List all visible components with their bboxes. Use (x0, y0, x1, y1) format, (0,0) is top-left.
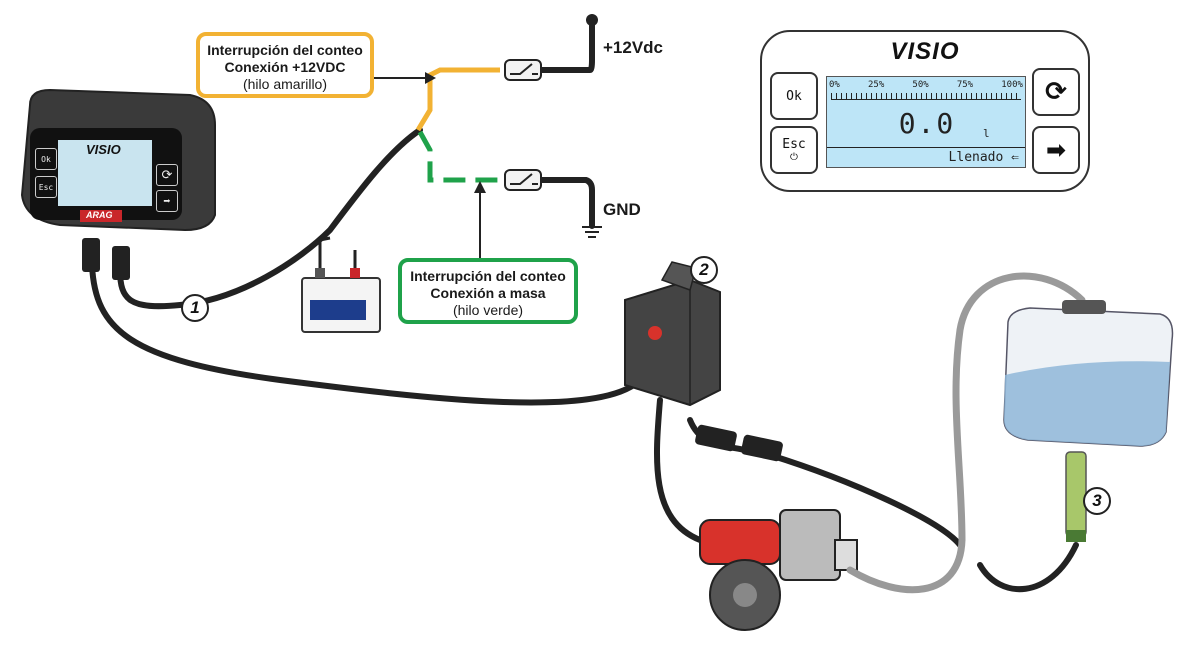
scale-tick-label: 75% (956, 80, 974, 90)
lcd-screen: 0% 25% 50% 75% 100% 0.0 l Llenado ⇐ (826, 76, 1026, 168)
green-wire (417, 130, 505, 183)
esc-button-label: Esc (782, 137, 806, 152)
cable-unit-to-battery (117, 127, 423, 310)
cable-unit-to-switchbox (89, 262, 643, 406)
unit-ok-button[interactable]: Ok (35, 148, 57, 170)
green-wire-label: Interrupción del conteo Conexión a masa … (398, 258, 578, 324)
cable-12v-lead (537, 17, 595, 73)
yellow-label-subtitle: Conexión +12VDC (224, 59, 346, 75)
unit-refresh-button[interactable]: ⟳ (156, 164, 178, 186)
lcd-reading: 0.0 (898, 107, 956, 140)
cable-connector-to-sensor (767, 452, 963, 548)
connector-left (82, 238, 100, 272)
inline-connector-b (741, 434, 783, 462)
tank-icon (1003, 300, 1174, 447)
esc-button[interactable]: Esc ⏻ (770, 126, 818, 174)
ok-button-label: Ok (786, 88, 802, 104)
yellow-label-note: (hilo amarillo) (242, 76, 328, 92)
connector-right (112, 246, 130, 280)
lcd-divider (827, 147, 1025, 148)
unit-maker-logo: ARAG (86, 210, 113, 220)
scale-tick-label: 100% (1001, 80, 1023, 90)
green-label-subtitle: Conexión a masa (430, 285, 546, 301)
cable-gnd-lead (537, 177, 595, 229)
terminal-12v-label: +12Vdc (603, 38, 664, 57)
yellow-label-title: Interrupción del conteo (207, 42, 363, 58)
switch-icon (504, 169, 542, 191)
callout-badge-2: 2 (690, 256, 718, 284)
power-icon: ⏻ (790, 152, 798, 163)
flow-sensor-icon (1065, 451, 1087, 542)
scale-tick-label: 50% (912, 80, 929, 90)
scale-tick-label: 25% (868, 80, 885, 90)
ok-button[interactable]: Ok (770, 72, 818, 120)
refresh-button[interactable]: ⟳ (1032, 68, 1080, 116)
lcd-unit: l (983, 127, 990, 140)
cable-switchbox-to-engine (653, 397, 703, 543)
engine-icon (699, 509, 858, 631)
switch-box (624, 261, 721, 407)
lcd-status: Llenado ⇐ (948, 150, 1019, 165)
terminal-gnd-label: GND (603, 200, 641, 219)
switch-icon (504, 59, 542, 81)
next-button[interactable]: ➡ (1032, 126, 1080, 174)
hose (846, 272, 1086, 594)
ground-icon (582, 226, 602, 238)
scale-tick-label: 0% (829, 80, 840, 90)
green-label-note: (hilo verde) (452, 302, 524, 318)
lcd-scale: 0% 25% 50% 75% 100% (829, 80, 1023, 90)
display-brand: VISIO (890, 38, 960, 65)
lcd-ruler (831, 93, 1021, 100)
refresh-icon: ⟳ (1045, 77, 1067, 107)
battery-icon (301, 236, 381, 333)
callout-badge-3: 3 (1083, 487, 1111, 515)
arrow-right-icon: ➡ (1045, 136, 1067, 164)
green-label-title: Interrupción del conteo (410, 268, 566, 284)
cable-sensor-lead (977, 542, 1079, 593)
unit-arrow-button[interactable]: ➡ (156, 190, 178, 212)
yellow-wire-label: Interrupción del conteo Conexión +12VDC … (196, 32, 374, 98)
unit-brand: VISIO (86, 142, 121, 157)
unit-esc-button[interactable]: Esc (35, 176, 57, 198)
inline-connector-a (695, 424, 737, 452)
terminal-dot-icon (586, 14, 598, 26)
callout-badge-1: 1 (181, 294, 209, 322)
display-panel: VISIO Ok Esc ⏻ ⟳ ➡ 0% 25% 50% 75% 100% 0… (760, 30, 1090, 192)
